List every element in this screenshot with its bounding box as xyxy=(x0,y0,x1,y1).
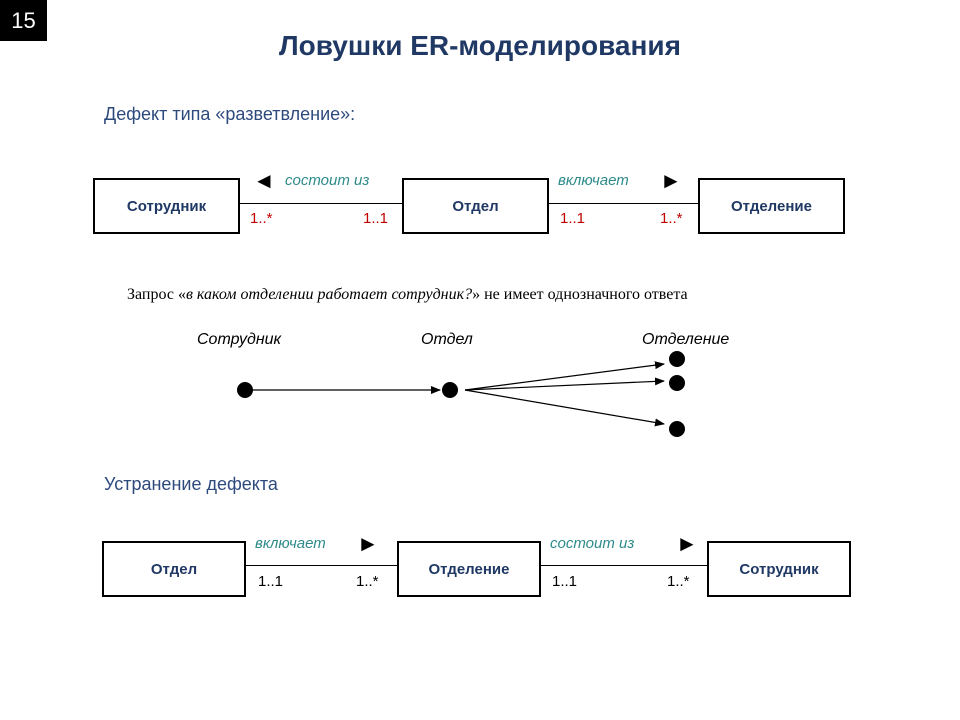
relationship-line-includes xyxy=(549,203,698,204)
instance-point-division-1 xyxy=(669,351,685,367)
fixed-relationship-line-consists-of xyxy=(541,565,707,566)
fixed-cardinality-division-left: 1..* xyxy=(356,573,379,590)
cardinality-department-left: 1..1 xyxy=(363,210,389,227)
cardinality-department-right: 1..1 xyxy=(560,210,586,227)
relationship-line-consists-of xyxy=(240,203,402,204)
fixed-entity-employee: Сотрудник xyxy=(707,541,851,597)
query-prefix: Запрос « xyxy=(127,286,186,303)
instance-point-division-3 xyxy=(669,421,685,437)
slide-title: Ловушки ER-моделирования xyxy=(279,30,681,61)
instance-label-division: Отделение xyxy=(642,331,730,348)
instance-point-division-2 xyxy=(669,375,685,391)
relationship-name-consists-of: состоит из xyxy=(285,172,370,189)
cardinality-employee: 1..* xyxy=(250,210,273,227)
instance-label-employee: Сотрудник xyxy=(197,331,282,348)
defect-heading: Дефект типа «разветвление»: xyxy=(104,104,356,124)
instance-label-department: Отдел xyxy=(421,331,473,348)
fixed-relationship-name-consists-of: состоит из xyxy=(550,535,635,552)
fixed-entity-division: Отделение xyxy=(397,541,541,597)
fixed-relationship-line-includes xyxy=(246,565,397,566)
fixed-entity-department: Отдел xyxy=(102,541,246,597)
cardinality-division: 1..* xyxy=(660,210,683,227)
entity-division: Отделение xyxy=(698,178,845,234)
fixed-cardinality-department: 1..1 xyxy=(258,573,284,590)
query-question: в каком отделении работает сотрудник? xyxy=(185,286,473,303)
fixed-cardinality-employee: 1..* xyxy=(667,573,690,590)
fixed-arrow-right-icon-2: ► xyxy=(676,531,698,556)
instance-arrow-department-division-1 xyxy=(464,361,665,391)
arrow-right-icon: ► xyxy=(660,168,682,193)
query-text: Запрос «в каком отделении работает сотру… xyxy=(127,286,688,304)
arrow-left-icon: ◄ xyxy=(253,168,275,193)
entity-department: Отдел xyxy=(402,178,549,234)
instance-arrow-department-division-3 xyxy=(464,389,665,427)
fixed-arrow-right-icon: ► xyxy=(357,531,379,556)
slide-number: 15 xyxy=(0,0,47,41)
instance-point-department xyxy=(442,382,458,398)
relationship-name-includes: включает xyxy=(558,172,629,189)
query-suffix: » не имеет однозначного ответа xyxy=(472,286,688,303)
fixed-cardinality-division-right: 1..1 xyxy=(552,573,578,590)
instance-arrow-department-division-2 xyxy=(464,377,665,391)
fix-heading: Устранение дефекта xyxy=(104,474,278,494)
entity-employee: Сотрудник xyxy=(93,178,240,234)
instance-point-employee xyxy=(237,382,253,398)
fixed-relationship-name-includes: включает xyxy=(255,535,326,552)
